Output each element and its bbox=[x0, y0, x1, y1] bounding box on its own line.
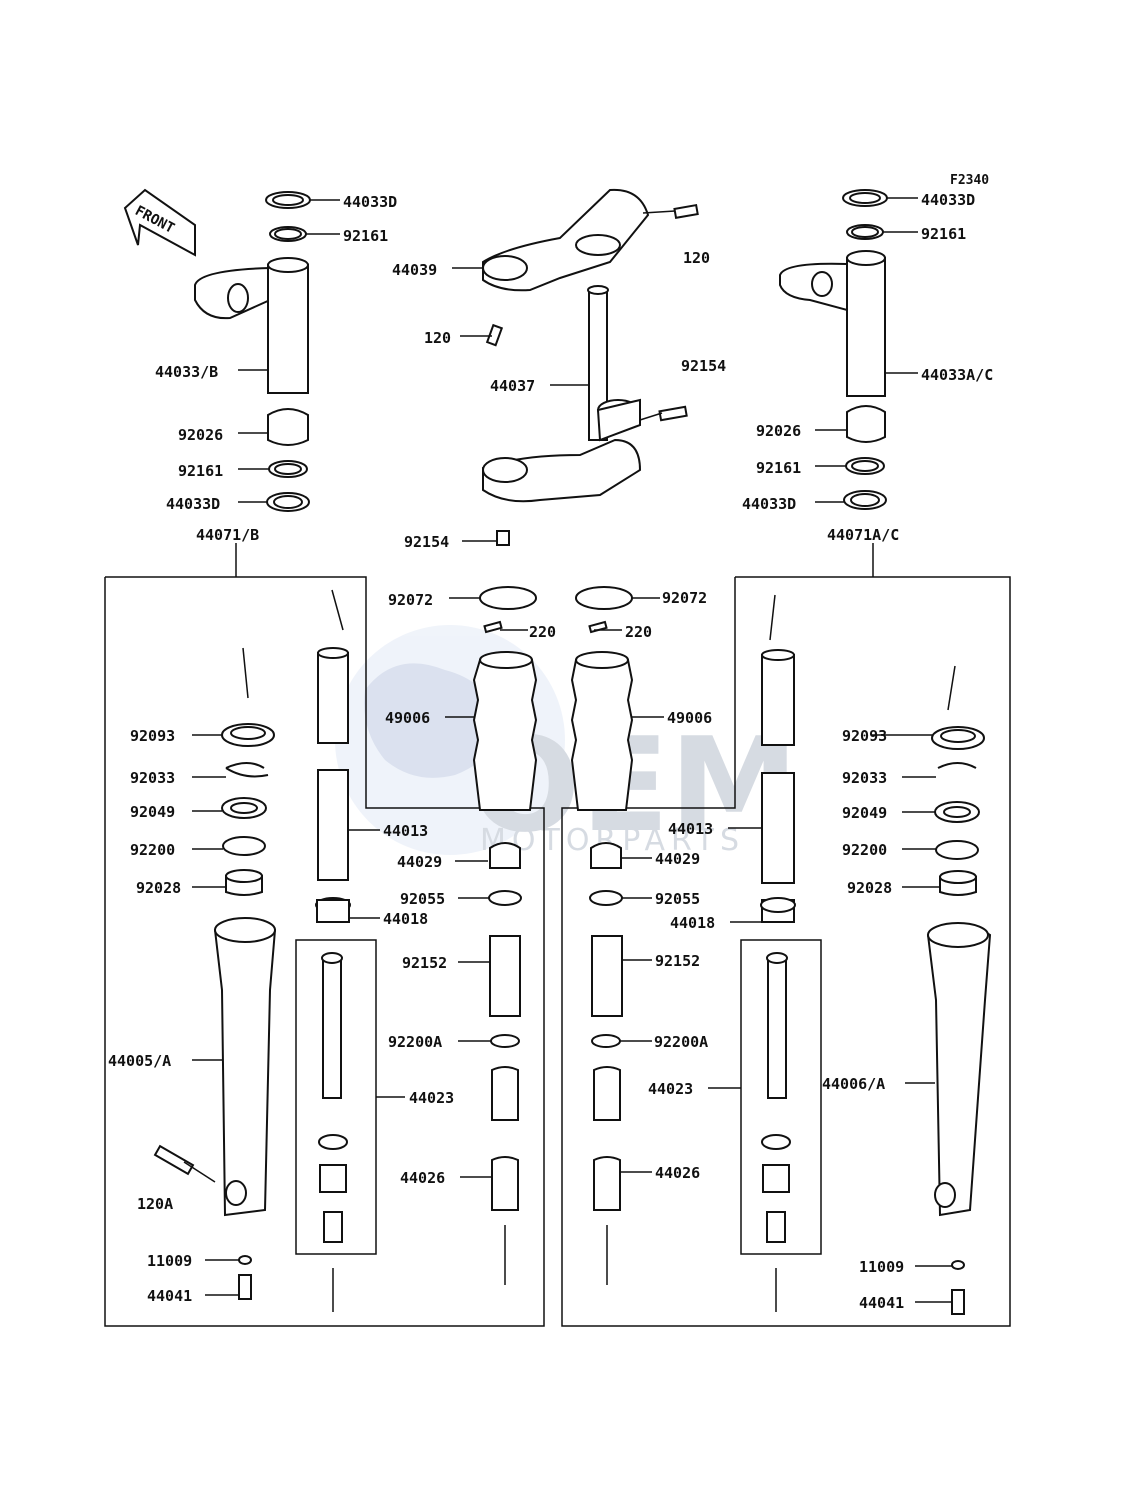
label-49006-left: 49006 bbox=[385, 709, 430, 727]
label-92093-left: 92093 bbox=[130, 727, 175, 745]
steering-stem-assembly bbox=[482, 188, 699, 546]
label-92033-left: 92033 bbox=[130, 769, 175, 787]
label-44033D-left-low: 44033D bbox=[166, 495, 220, 513]
label-44013-left: 44013 bbox=[383, 822, 428, 840]
label-92033-right: 92033 bbox=[842, 769, 887, 787]
label-44071B: 44071/B bbox=[196, 526, 259, 544]
label-44029-left: 44029 bbox=[397, 853, 442, 871]
label-44037: 44037 bbox=[490, 377, 535, 395]
label-44041-right: 44041 bbox=[859, 1294, 904, 1312]
diagram-code: F2340 bbox=[950, 173, 989, 188]
label-92072-right: 92072 bbox=[662, 589, 707, 607]
left-upper-parts bbox=[194, 191, 311, 512]
label-44029-right: 44029 bbox=[655, 850, 700, 868]
label-44005A: 44005/A bbox=[108, 1052, 171, 1070]
label-44026-right: 44026 bbox=[655, 1164, 700, 1182]
label-92200A-right: 92200A bbox=[654, 1033, 708, 1051]
label-44033AC: 44033A/C bbox=[921, 366, 993, 384]
dust-boots bbox=[472, 586, 634, 811]
label-220-left: 220 bbox=[529, 623, 556, 641]
label-92049-left: 92049 bbox=[130, 803, 175, 821]
right-upper-parts bbox=[779, 189, 888, 510]
part-labels: 44033D 92161 44033/B 92026 92161 44033D … bbox=[108, 191, 993, 1312]
label-44006A: 44006/A bbox=[822, 1075, 885, 1093]
label-92055-left: 92055 bbox=[400, 890, 445, 908]
label-92055-right: 92055 bbox=[655, 890, 700, 908]
label-49006-right: 49006 bbox=[667, 709, 712, 727]
label-44041-left: 44041 bbox=[147, 1287, 192, 1305]
label-120A: 120A bbox=[137, 1195, 173, 1213]
label-44033D-right-top: 44033D bbox=[921, 191, 975, 209]
label-92200-right: 92200 bbox=[842, 841, 887, 859]
label-92049-right: 92049 bbox=[842, 804, 887, 822]
label-44039: 44039 bbox=[392, 261, 437, 279]
label-92161-left-low: 92161 bbox=[178, 462, 223, 480]
label-92152-left: 92152 bbox=[402, 954, 447, 972]
label-92161-left-top: 92161 bbox=[343, 227, 388, 245]
label-120-right: 120 bbox=[683, 249, 710, 267]
label-44033D-right-low: 44033D bbox=[742, 495, 796, 513]
label-92026-right: 92026 bbox=[756, 422, 801, 440]
leader-lines bbox=[183, 197, 952, 1303]
label-120-left: 120 bbox=[424, 329, 451, 347]
label-44033D-left-top: 44033D bbox=[343, 193, 397, 211]
label-92200-left: 92200 bbox=[130, 841, 175, 859]
label-44018-right: 44018 bbox=[670, 914, 715, 932]
right-fork-lower bbox=[589, 594, 992, 1315]
label-44071AC: 44071A/C bbox=[827, 526, 899, 544]
label-44033B: 44033/B bbox=[155, 363, 218, 381]
label-92200A-left: 92200A bbox=[388, 1033, 442, 1051]
left-fork-lower bbox=[153, 589, 522, 1312]
label-92028-right: 92028 bbox=[847, 879, 892, 897]
label-44023-left: 44023 bbox=[409, 1089, 454, 1107]
label-11009-right: 11009 bbox=[859, 1258, 904, 1276]
label-92026-left: 92026 bbox=[178, 426, 223, 444]
label-220-right: 220 bbox=[625, 623, 652, 641]
label-92154-lower: 92154 bbox=[404, 533, 449, 551]
label-92161-right-low: 92161 bbox=[756, 459, 801, 477]
label-92161-right-top: 92161 bbox=[921, 225, 966, 243]
label-44018-left: 44018 bbox=[383, 910, 428, 928]
frame-lines bbox=[104, 543, 1011, 1327]
label-44023-right: 44023 bbox=[648, 1080, 693, 1098]
label-92154-upper: 92154 bbox=[681, 357, 726, 375]
label-11009-left: 11009 bbox=[147, 1252, 192, 1270]
label-44026-left: 44026 bbox=[400, 1169, 445, 1187]
label-92152-right: 92152 bbox=[655, 952, 700, 970]
front-arrow-icon: FRONT bbox=[123, 188, 196, 257]
label-92028-left: 92028 bbox=[136, 879, 181, 897]
label-92093-right: 92093 bbox=[842, 727, 887, 745]
label-44013-right: 44013 bbox=[668, 820, 713, 838]
label-92072-left: 92072 bbox=[388, 591, 433, 609]
